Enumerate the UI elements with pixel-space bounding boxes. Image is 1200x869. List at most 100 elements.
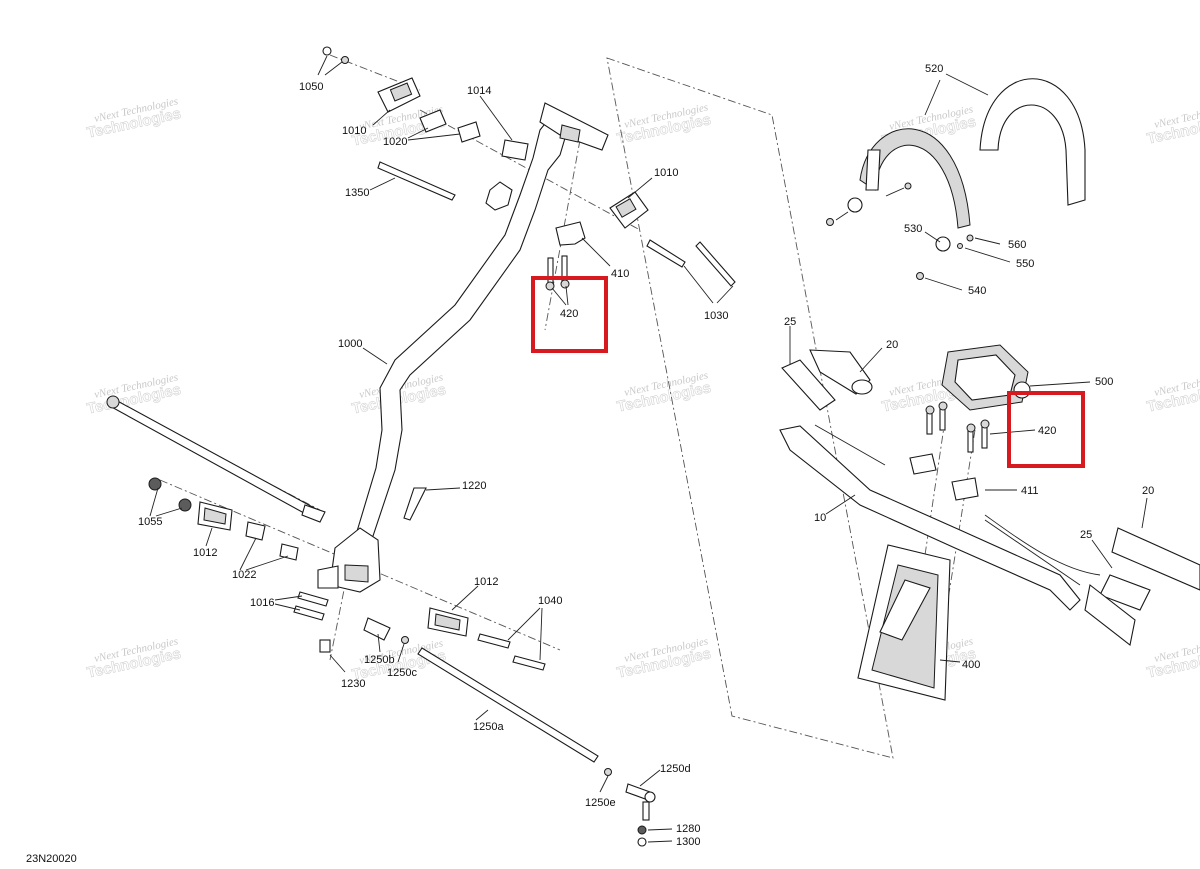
label-1250a: 1250a	[473, 721, 504, 733]
label-1020: 1020	[383, 136, 407, 148]
tie-rod-upper	[106, 395, 326, 523]
pad-500	[941, 344, 1031, 411]
label-20: 20	[1142, 485, 1154, 497]
watermark: vNext Technologies Technologies	[1145, 369, 1200, 416]
steering-column-1000	[317, 102, 609, 593]
washer-550	[957, 243, 963, 249]
nut-1055b	[178, 498, 192, 512]
watermark-group: vNext Technologies Technologies vNext Te…	[85, 95, 1200, 684]
label-410: 410	[611, 268, 629, 280]
label-540: 540	[968, 285, 986, 297]
cable	[984, 514, 1101, 576]
label-1010: 1010	[342, 125, 366, 137]
label-1250e: 1250e	[585, 797, 616, 809]
guard-520	[859, 78, 1086, 229]
sleeve-1022b	[279, 543, 299, 561]
bushing-1010a	[377, 77, 421, 113]
tie-rod-end-1250d	[625, 783, 656, 821]
watermark: vNext Technologies Technologies	[615, 635, 713, 682]
label-1220: 1220	[462, 480, 486, 492]
label-25: 25	[1080, 529, 1092, 541]
label-420: 420	[560, 308, 578, 320]
watermark: vNext Technologies Technologies	[85, 95, 183, 142]
bolt-1030b	[695, 241, 736, 287]
sleeve-1014	[501, 139, 529, 161]
leader-lines	[149, 55, 1148, 843]
sleeve-1022a	[245, 521, 266, 541]
label-1350: 1350	[345, 187, 369, 199]
nut-1280	[637, 825, 647, 835]
nut-1250c	[401, 636, 409, 644]
washer-1016b	[293, 605, 325, 621]
nut-1250e	[604, 768, 612, 776]
label-1016: 1016	[250, 597, 274, 609]
label-530: 530	[904, 223, 922, 235]
watermark: vNext Technologies Technologies	[85, 635, 183, 682]
handlebar-10	[779, 425, 1081, 611]
nut-1055a	[148, 477, 162, 491]
bolt-540	[916, 272, 924, 280]
label-20: 20	[886, 339, 898, 351]
pin-1220	[403, 487, 427, 521]
clamp-small	[485, 181, 513, 211]
highlight-box-420-left	[531, 276, 608, 353]
clamp-411b	[951, 477, 979, 501]
bolts-420-right	[925, 401, 990, 453]
bushing-1010b	[609, 191, 649, 229]
watermark: vNext Technologies Technologies	[615, 369, 713, 416]
washer-1016a	[297, 591, 329, 607]
label-1050: 1050	[299, 81, 323, 93]
highlight-box-420-right	[1007, 391, 1085, 468]
bracket-1350	[377, 161, 456, 201]
label-1012: 1012	[474, 576, 498, 588]
part-labels: 1050 1014 1010 1020 1350 1010 410 420 10…	[138, 63, 1154, 848]
label-1250c: 1250c	[387, 667, 417, 679]
label-411: 411	[1021, 485, 1039, 497]
watermark: vNext Technologies Technologies	[1145, 101, 1200, 148]
nut-560	[966, 234, 974, 242]
washer-1300	[637, 837, 647, 847]
grip-25a	[781, 359, 836, 411]
label-1040: 1040	[538, 595, 562, 607]
bolt-1050	[322, 46, 349, 64]
clamp-410	[555, 221, 586, 246]
grip-25b	[1099, 574, 1151, 611]
label-1010: 1010	[654, 167, 678, 179]
ball-joint-1250b	[363, 617, 391, 641]
spacer-1020	[419, 109, 447, 133]
label-1250b: 1250b	[364, 654, 395, 666]
label-420: 420	[1038, 425, 1056, 437]
watermark: vNext Technologies Technologies	[615, 101, 713, 148]
label-550: 550	[1016, 258, 1034, 270]
label-1280: 1280	[676, 823, 700, 835]
label-1000: 1000	[338, 338, 362, 350]
label-1030: 1030	[704, 310, 728, 322]
grip-20b	[1111, 527, 1200, 591]
watermark: vNext Technologies Technologies	[1145, 635, 1200, 682]
label-1230: 1230	[341, 678, 365, 690]
label-560: 560	[1008, 239, 1026, 251]
spacer-1020b	[457, 121, 481, 143]
nut-560a	[904, 182, 912, 190]
label-1012: 1012	[193, 547, 217, 559]
label-10: 10	[814, 512, 826, 524]
bolt-540a	[826, 218, 834, 226]
clamp-530	[935, 236, 951, 252]
plate-400	[857, 544, 951, 701]
bolt-1040a	[477, 633, 511, 649]
assembly-boundary	[606, 57, 894, 759]
label-1250d: 1250d	[660, 763, 691, 775]
label-25: 25	[784, 316, 796, 328]
spacer-1230	[319, 639, 331, 653]
label-1022: 1022	[232, 569, 256, 581]
label-1055: 1055	[138, 516, 162, 528]
rod-1250a	[417, 647, 599, 763]
label-1300: 1300	[676, 836, 700, 848]
clamp-411a	[909, 453, 937, 475]
bolt-1030a	[646, 239, 686, 268]
clamp-530a	[847, 197, 863, 213]
label-400: 400	[962, 659, 980, 671]
bolt-1040b	[512, 655, 546, 671]
